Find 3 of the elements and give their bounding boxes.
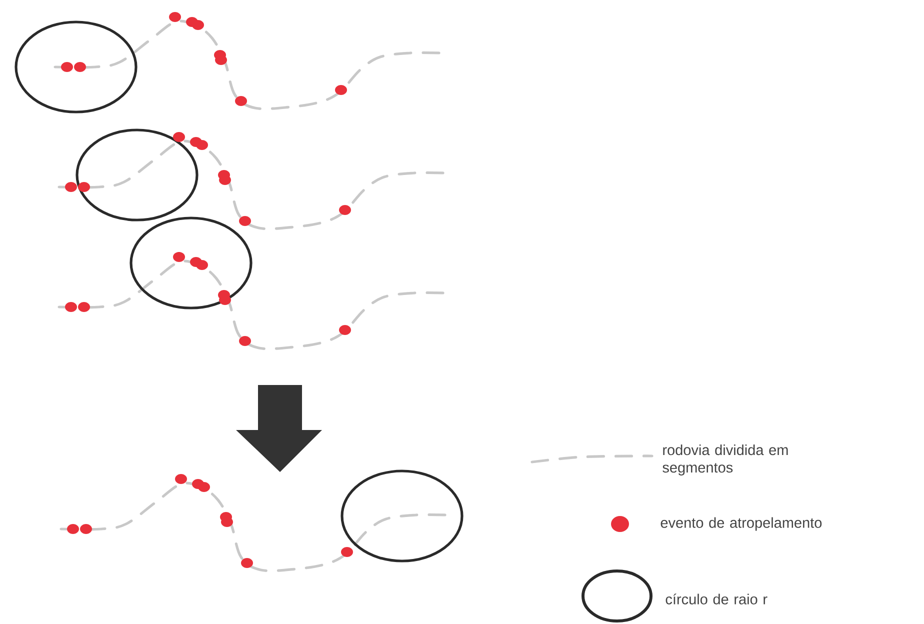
legend-text: rodovia dividida em segmentos <box>662 444 788 476</box>
legend-text: círculo de raio r <box>666 594 768 604</box>
legend-text: evento de atropelamento <box>660 517 822 531</box>
